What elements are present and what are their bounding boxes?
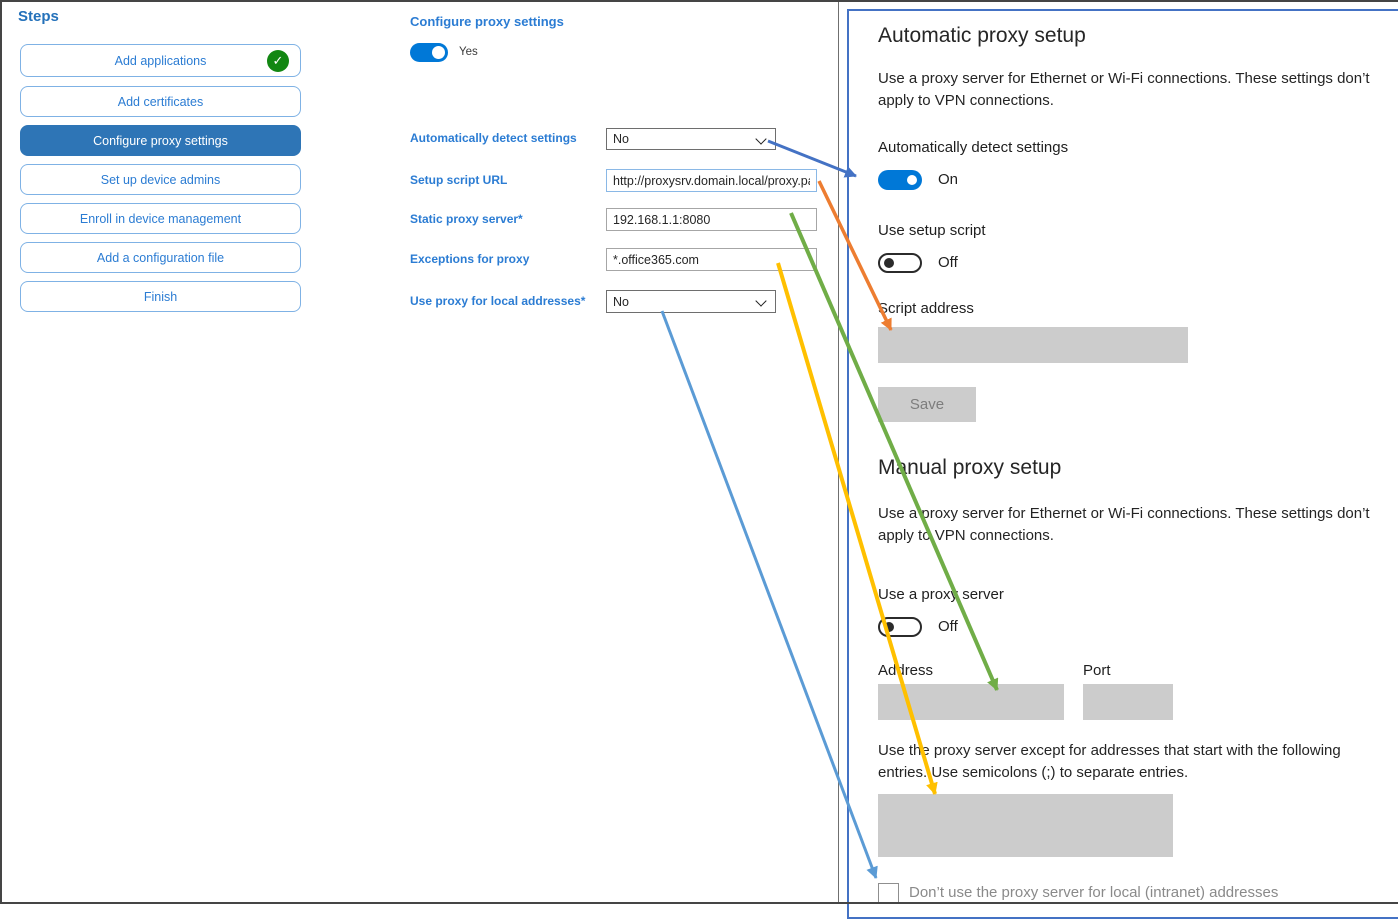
chevron-down-icon bbox=[755, 295, 767, 307]
automatically-detect-settings-dropdown[interactable]: No bbox=[606, 128, 776, 150]
sidebar-item-add-a-configuration-file[interactable]: Add a configuration file bbox=[20, 242, 301, 273]
field-label-automatically-detect-settings: Automatically detect settings bbox=[410, 131, 577, 145]
step-label: Configure proxy settings bbox=[93, 133, 228, 148]
dropdown-value: No bbox=[613, 294, 629, 309]
automatic-proxy-setup-heading: Automatic proxy setup bbox=[878, 24, 1086, 47]
manual-exceptions-box[interactable] bbox=[878, 794, 1173, 857]
field-label-setup-script-url: Setup script URL bbox=[410, 173, 508, 187]
toggle-knob bbox=[884, 258, 894, 268]
toggle-knob bbox=[907, 175, 917, 185]
field-label-static-proxy-server: Static proxy server* bbox=[410, 212, 523, 226]
script-address-box[interactable] bbox=[878, 327, 1188, 363]
steps-title: Steps bbox=[18, 8, 59, 25]
sidebar-item-set-up-device-admins[interactable]: Set up device admins bbox=[20, 164, 301, 195]
step-label: Enroll in device management bbox=[79, 211, 242, 226]
static-proxy-server-input[interactable] bbox=[606, 208, 817, 231]
sidebar-item-enroll-in-device-management[interactable]: Enroll in device management bbox=[20, 203, 301, 234]
manual-port-box[interactable] bbox=[1083, 684, 1173, 720]
use-setup-script-toggle-state: Off bbox=[938, 254, 958, 271]
local-intranet-checkbox[interactable] bbox=[878, 883, 899, 904]
step-label: Add applications bbox=[114, 53, 207, 68]
field-label-exceptions-for-proxy: Exceptions for proxy bbox=[410, 252, 530, 266]
field-label-use-proxy-for-local-addresses: Use proxy for local addresses* bbox=[410, 294, 586, 308]
form-title: Configure proxy settings bbox=[410, 14, 564, 29]
sidebar-item-configure-proxy-settings[interactable]: Configure proxy settings bbox=[20, 125, 301, 156]
toggle-knob bbox=[432, 46, 445, 59]
use-proxy-server-toggle-state: Off bbox=[938, 618, 958, 635]
sidebar-item-finish[interactable]: Finish bbox=[20, 281, 301, 312]
automatic-proxy-description: Use a proxy server for Ethernet or Wi-Fi… bbox=[878, 70, 1370, 109]
setup-script-url-input[interactable] bbox=[606, 169, 817, 192]
save-button[interactable]: Save bbox=[878, 387, 976, 422]
manual-proxy-description: Use a proxy server for Ethernet or Wi-Fi… bbox=[878, 505, 1370, 544]
auto-detect-label: Automatically detect settings bbox=[878, 139, 1069, 156]
toggle-knob bbox=[884, 622, 894, 632]
dropdown-value: No bbox=[613, 132, 629, 146]
use-setup-script-label: Use setup script bbox=[878, 222, 986, 239]
step-label: Add certificates bbox=[117, 94, 204, 109]
use-proxy-server-label: Use a proxy server bbox=[878, 586, 1004, 603]
sidebar-item-add-applications[interactable]: Add applications ✓ bbox=[20, 44, 301, 77]
step-label: Set up device admins bbox=[100, 172, 221, 187]
address-label: Address bbox=[878, 662, 934, 679]
chevron-down-icon bbox=[755, 133, 767, 145]
auto-detect-toggle[interactable] bbox=[878, 170, 922, 190]
configure-proxy-toggle[interactable] bbox=[410, 43, 448, 62]
manual-address-box[interactable] bbox=[878, 684, 1064, 720]
port-label: Port bbox=[1083, 662, 1111, 679]
check-icon: ✓ bbox=[267, 50, 289, 72]
exceptions-for-proxy-input[interactable] bbox=[606, 248, 817, 271]
step-label: Finish bbox=[143, 289, 178, 304]
manual-proxy-setup-heading: Manual proxy setup bbox=[878, 456, 1062, 479]
arrow-local-addresses bbox=[660, 310, 878, 879]
auto-detect-toggle-state: On bbox=[938, 171, 959, 188]
step-label: Add a configuration file bbox=[96, 250, 225, 265]
use-proxy-server-toggle[interactable] bbox=[878, 617, 922, 637]
script-address-label: Script address bbox=[878, 300, 974, 317]
sidebar-item-add-certificates[interactable]: Add certificates bbox=[20, 86, 301, 117]
manual-exceptions-description: Use the proxy server except for addresse… bbox=[878, 742, 1341, 781]
use-proxy-local-dropdown[interactable]: No bbox=[606, 290, 776, 313]
local-intranet-checkbox-label: Don’t use the proxy server for local (in… bbox=[909, 884, 1279, 901]
pane-splitter[interactable] bbox=[838, 0, 839, 904]
use-setup-script-toggle[interactable] bbox=[878, 253, 922, 273]
configure-proxy-toggle-state: Yes bbox=[459, 46, 478, 58]
